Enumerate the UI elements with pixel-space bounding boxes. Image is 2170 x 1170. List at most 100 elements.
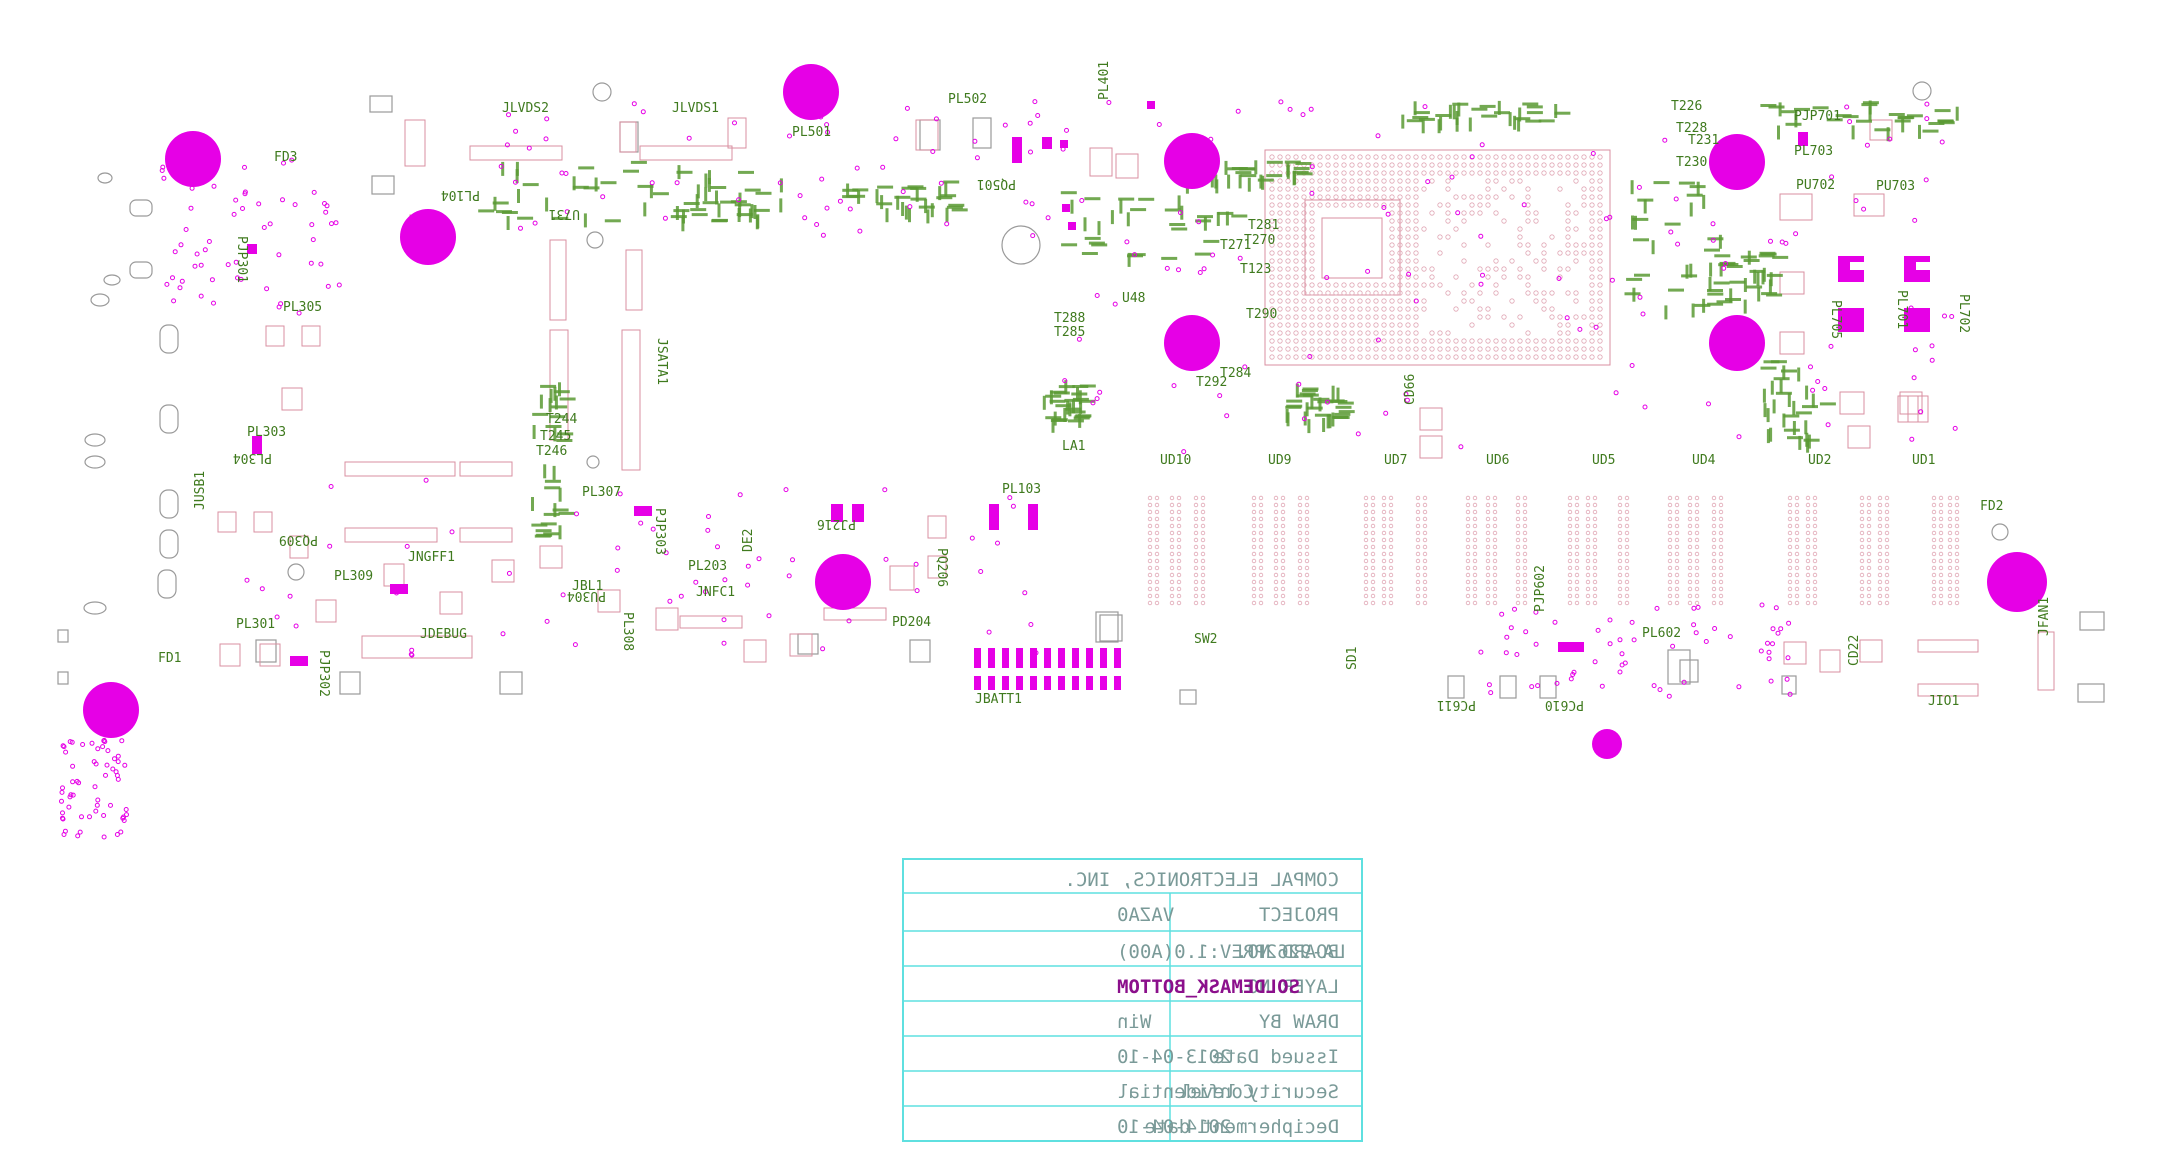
mem-ball	[1947, 495, 1953, 501]
mem-ball	[1617, 523, 1623, 529]
mem-ball	[1415, 579, 1421, 585]
bga-ball	[1597, 290, 1603, 296]
mem-ball	[1787, 530, 1793, 536]
via	[1023, 199, 1029, 205]
silk-text	[553, 386, 557, 401]
mem-ball	[1617, 579, 1623, 585]
via	[1030, 233, 1036, 239]
mem-ball	[1794, 572, 1800, 578]
bga-ball	[1309, 306, 1315, 312]
via	[170, 275, 175, 281]
bga-ball	[1421, 338, 1427, 344]
label-pjp302: PJP302	[316, 650, 331, 697]
label-t292: T292	[1196, 375, 1227, 390]
via	[1706, 401, 1711, 407]
silk-text	[877, 185, 894, 189]
jbatt-pin-top	[1100, 648, 1107, 668]
silk-text	[1214, 174, 1218, 189]
bga-ball	[1333, 298, 1339, 304]
bga-ball	[1349, 202, 1355, 208]
silk-text	[1302, 387, 1319, 391]
silk-text	[737, 208, 741, 222]
mem-ball	[1422, 565, 1428, 571]
bga-ball	[1453, 306, 1459, 312]
mem-ball	[1522, 544, 1528, 550]
mem-ball	[1370, 544, 1376, 550]
silk-text	[545, 197, 549, 212]
via	[105, 748, 111, 754]
mem-ball	[1954, 523, 1960, 529]
mem-ball	[1667, 600, 1673, 606]
mem-ball	[1370, 586, 1376, 592]
via	[104, 762, 110, 768]
mem-ball	[1258, 558, 1264, 564]
mem-ball	[1273, 516, 1279, 522]
mem-ball	[1617, 572, 1623, 578]
mem-ball	[1859, 516, 1865, 522]
label-jsata1: JSATA1	[654, 338, 669, 385]
silk-text	[1177, 195, 1181, 210]
mem-ball	[1280, 551, 1286, 557]
bga-ball	[1445, 186, 1451, 192]
via	[1469, 154, 1475, 160]
bga-ball	[1373, 202, 1379, 208]
mem-ball	[1859, 530, 1865, 536]
label-la1: LA1	[1062, 439, 1085, 454]
bga-ball	[1293, 290, 1299, 296]
bga-ball	[1381, 170, 1387, 176]
via	[1617, 669, 1623, 675]
mem-ball	[1794, 523, 1800, 529]
silk-text	[875, 189, 879, 204]
silk-text	[846, 183, 850, 198]
bga-ball	[1485, 266, 1491, 272]
bga-ball	[1269, 226, 1275, 232]
bga-ball	[1525, 250, 1531, 256]
silk-text	[1254, 160, 1258, 175]
silk-text	[1074, 415, 1091, 419]
via	[108, 802, 113, 808]
via	[847, 206, 853, 212]
mem-ball	[1258, 516, 1264, 522]
bga-ball	[1277, 314, 1283, 320]
via	[1094, 293, 1100, 298]
mem-ball	[1694, 593, 1700, 599]
mem-ball	[1954, 558, 1960, 564]
via	[267, 221, 273, 227]
bga-ball	[1309, 354, 1315, 360]
bga-ball	[1501, 162, 1507, 168]
silk-text	[1081, 252, 1098, 255]
mem-ball	[1415, 593, 1421, 599]
bga-ball	[1533, 338, 1539, 344]
mem-ball	[1492, 502, 1498, 508]
mem-ball	[1258, 495, 1264, 501]
via	[1662, 137, 1668, 143]
via	[1029, 201, 1035, 207]
mem-ball	[1258, 579, 1264, 585]
via	[667, 598, 673, 604]
mem-ball	[1193, 530, 1199, 536]
bga-ball	[1277, 242, 1283, 248]
mem-ball	[1251, 495, 1257, 501]
via	[1853, 198, 1859, 204]
via	[1712, 626, 1718, 631]
silk-text	[945, 207, 949, 222]
mem-ball	[1363, 551, 1369, 557]
mem-ball	[1154, 544, 1160, 550]
mem-ball	[1485, 586, 1491, 592]
silk-text	[940, 194, 957, 198]
silk-text	[857, 189, 861, 204]
bga-ball	[1493, 170, 1499, 176]
bga-ball	[1453, 194, 1459, 200]
mem-ball	[1200, 551, 1206, 557]
mem-ball	[1492, 565, 1498, 571]
mem-ball	[1258, 572, 1264, 578]
bga-ball	[1501, 274, 1507, 280]
mem-ball	[1422, 495, 1428, 501]
mem-ball	[1154, 530, 1160, 536]
mem-ball	[1363, 565, 1369, 571]
mem-ball	[1592, 502, 1598, 508]
silk-text	[1203, 216, 1207, 231]
via	[329, 221, 334, 227]
bga-ball	[1501, 154, 1507, 160]
label-pd204: PD204	[892, 615, 931, 630]
